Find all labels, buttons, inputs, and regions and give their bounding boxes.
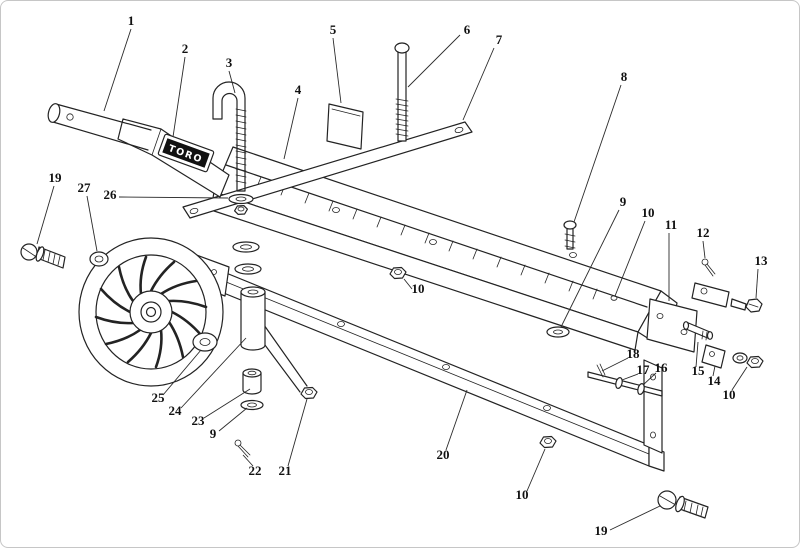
callout-label: 1	[128, 13, 135, 28]
callout-label: 22	[249, 463, 262, 478]
callout-label: 26	[104, 187, 118, 202]
callout-19-right: 19	[595, 505, 661, 538]
washer-27	[89, 251, 109, 267]
callout-label: 10	[516, 487, 529, 502]
washer-10-right	[732, 352, 748, 364]
callout-label: 17	[637, 362, 651, 377]
washer-pair-mid	[232, 241, 262, 275]
callout-label: 19	[595, 523, 609, 538]
callout-label: 9	[210, 426, 217, 441]
nut-10-right	[746, 355, 764, 369]
callout-label: 24	[169, 403, 183, 418]
callout-label: 3	[226, 55, 233, 70]
callout-10-mid: 10	[403, 278, 425, 296]
callout-16: 16	[642, 360, 669, 386]
callout-13: 13	[755, 253, 769, 299]
callout-label: 11	[665, 217, 677, 232]
roll-pin-18	[596, 363, 606, 378]
callout-label: 7	[496, 32, 503, 47]
callout-label: 8	[621, 69, 628, 84]
callout-24: 24	[169, 337, 247, 418]
callout-8: 8	[573, 69, 628, 223]
callout-19-left: 19	[36, 170, 63, 245]
callout-label: 13	[755, 253, 769, 268]
cotter-pin-12	[701, 258, 716, 277]
callout-20: 20	[437, 389, 468, 462]
bushing-23	[242, 368, 262, 395]
callout-6: 6	[407, 22, 471, 88]
axle-rod-16-17	[587, 371, 663, 397]
washer-9-left	[240, 399, 264, 411]
callout-label: 18	[627, 346, 641, 361]
callout-label: 9	[620, 194, 627, 209]
callout-9-right: 9	[560, 194, 627, 328]
washer-9-right	[546, 326, 570, 338]
callout-label: 4	[295, 82, 302, 97]
callout-label: 20	[437, 447, 450, 462]
callout-label: 23	[192, 413, 206, 428]
callout-label: 5	[330, 22, 337, 37]
mount-plate-5	[326, 103, 364, 150]
callout-3: 3	[226, 55, 236, 94]
callout-4: 4	[283, 82, 302, 160]
callout-22: 22	[242, 454, 262, 478]
callout-10-upper-right: 10	[614, 205, 655, 297]
toro-decal: TORO	[157, 133, 215, 173]
axle-bolt-19-right	[657, 490, 709, 519]
callout-label: 10	[723, 387, 736, 402]
spacer-sleeve-24	[240, 286, 266, 351]
bolt-13	[730, 298, 763, 313]
clevis-pin-15	[682, 321, 714, 341]
callout-label: 10	[642, 205, 655, 220]
callouts: 1 2 3 4 5 6 7 8 9 10 11 12 13 19 27 26 1…	[36, 13, 769, 538]
locknut-21	[300, 386, 318, 400]
flange-nut-10-bottom	[539, 435, 557, 449]
callout-21: 21	[279, 398, 308, 478]
callout-12: 12	[697, 225, 710, 259]
lever-plate	[691, 282, 730, 308]
j-bolt-3	[212, 81, 247, 192]
callout-25: 25	[152, 349, 202, 405]
callout-27: 27	[78, 180, 98, 252]
callout-label: 21	[279, 463, 292, 478]
washer-25	[192, 332, 218, 352]
long-bolt-6	[394, 42, 410, 142]
callout-10-bottom: 10	[516, 448, 546, 502]
callout-label: 12	[697, 225, 710, 240]
handle-tube	[47, 103, 152, 151]
callout-7: 7	[462, 32, 503, 121]
pivot-bracket	[646, 298, 698, 353]
carriage-bolt-8	[563, 220, 577, 250]
callout-11: 11	[665, 217, 677, 301]
link-14	[701, 344, 726, 369]
callout-label: 27	[78, 180, 92, 195]
rail-right-end-plate	[643, 359, 663, 454]
callout-9-left: 9	[210, 407, 248, 441]
callout-label: 2	[182, 41, 189, 56]
callout-label: 10	[412, 281, 425, 296]
cotter-pin-22	[234, 439, 251, 458]
crossbar	[182, 121, 473, 219]
callout-17: 17	[621, 362, 651, 381]
callout-label: 25	[152, 390, 166, 405]
callout-14: 14	[708, 365, 722, 388]
callout-5: 5	[330, 22, 342, 104]
axle-bolt-19-left	[20, 243, 66, 269]
washer-26	[228, 193, 254, 215]
callout-label: 15	[692, 363, 706, 378]
callout-label: 14	[708, 373, 722, 388]
callout-18: 18	[601, 346, 641, 372]
flange-nut-10-mid	[389, 266, 407, 280]
callout-1: 1	[103, 13, 135, 112]
callout-label: 6	[464, 22, 471, 37]
wheel	[78, 237, 224, 387]
callout-26: 26	[104, 187, 229, 202]
callout-23: 23	[192, 388, 251, 428]
callout-label: 19	[49, 170, 63, 185]
callout-label: 16	[655, 360, 669, 375]
callout-2: 2	[172, 41, 189, 138]
callout-10-right: 10	[723, 366, 748, 402]
callout-15: 15	[692, 341, 706, 378]
